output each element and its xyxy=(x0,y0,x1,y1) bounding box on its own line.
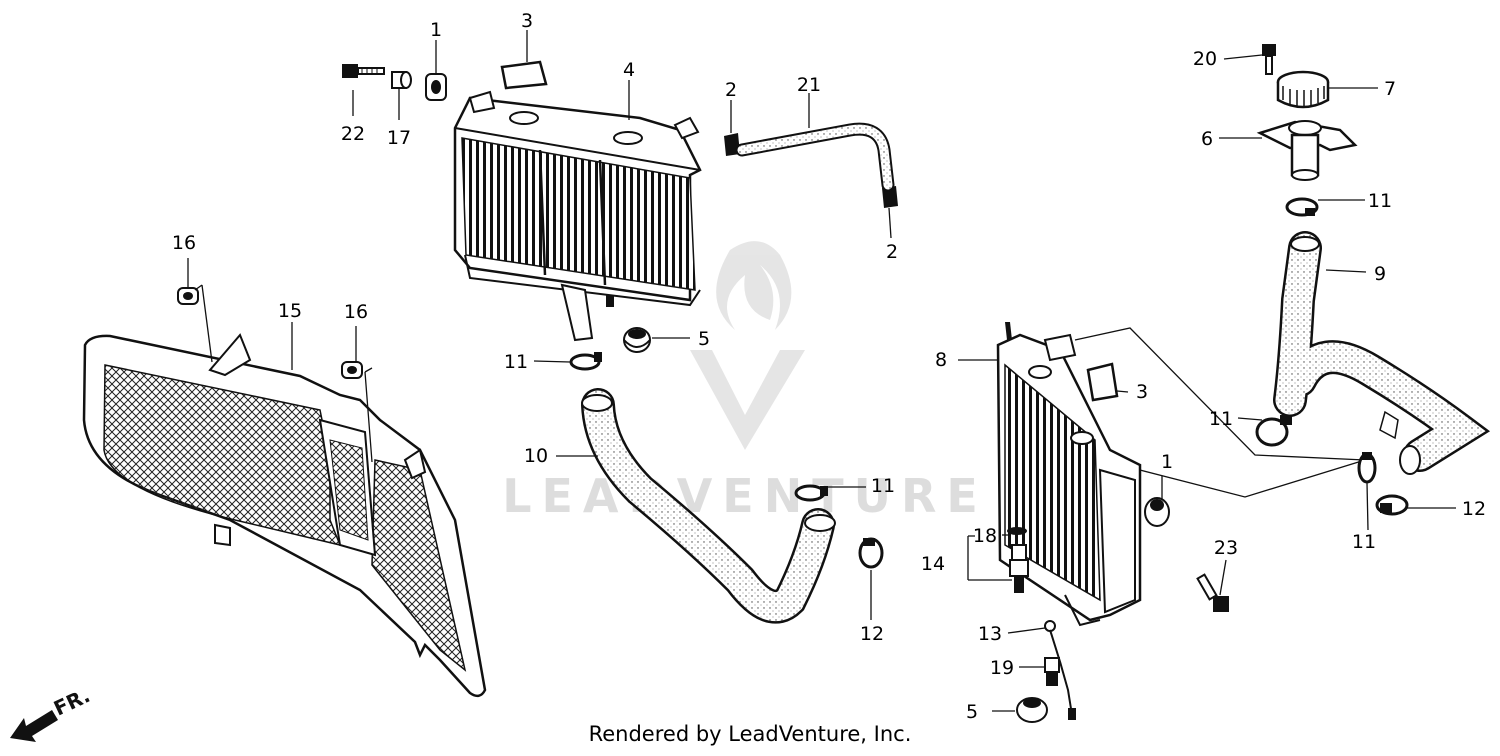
callout-19: 19 xyxy=(990,657,1014,679)
part-11-clamp-d xyxy=(1255,415,1292,447)
part-14-thermo-switch xyxy=(1007,527,1029,593)
callout-8: 8 xyxy=(935,349,947,371)
part-16-grommet-left xyxy=(177,287,199,305)
callout-16: 16 xyxy=(172,232,196,254)
callout-16: 16 xyxy=(344,301,368,323)
part-16-grommet-right xyxy=(341,361,363,379)
callout-23: 23 xyxy=(1214,537,1238,559)
part-22-bolt xyxy=(342,64,385,78)
callout-15: 15 xyxy=(278,300,302,322)
part-1-grommet-top xyxy=(425,73,447,101)
part-11-clamp-e xyxy=(1357,452,1377,484)
part-11-clamp-a xyxy=(569,352,602,371)
callout-17: 17 xyxy=(387,127,411,149)
callout-13: 13 xyxy=(978,623,1002,645)
part-11-clamp-b xyxy=(794,484,828,502)
callout-3: 3 xyxy=(521,10,533,32)
callout-5: 5 xyxy=(966,701,978,723)
part-23-bolt xyxy=(1196,573,1229,612)
callout-5: 5 xyxy=(698,328,710,350)
part-10-lower-hose xyxy=(581,388,836,624)
callout-14: 14 xyxy=(921,553,945,575)
callout-11: 11 xyxy=(504,351,528,373)
watermark-text: LEADVENTURE xyxy=(502,469,988,523)
part-19-bolt xyxy=(1044,657,1060,686)
part-2-clip-bottom xyxy=(882,186,898,208)
callout-12: 12 xyxy=(860,623,884,645)
part-8-radiator-right xyxy=(996,322,1142,627)
callout-22: 22 xyxy=(341,123,365,145)
callout-7: 7 xyxy=(1384,78,1396,100)
callout-2: 2 xyxy=(886,241,898,263)
callout-3: 3 xyxy=(1136,381,1148,403)
callout-1: 1 xyxy=(1161,451,1173,473)
callout-2: 2 xyxy=(725,79,737,101)
callout-9: 9 xyxy=(1374,263,1386,285)
callout-6: 6 xyxy=(1201,128,1213,150)
callout-18: 18 xyxy=(973,525,997,547)
callout-labels: 1 3 4 2 21 2 22 17 16 15 16 5 11 10 11 1… xyxy=(172,10,1486,723)
footer-credit: Rendered by LeadVenture, Inc. xyxy=(588,722,912,746)
callout-1: 1 xyxy=(430,19,442,41)
part-11-clamp-c xyxy=(1285,197,1319,217)
part-20-bolt xyxy=(1262,44,1276,75)
part-6-filler-neck xyxy=(1256,120,1358,181)
part-21-breather-hose xyxy=(735,122,895,192)
part-12-clamp-b xyxy=(1375,494,1409,516)
callout-11: 11 xyxy=(1352,531,1376,553)
callout-11: 11 xyxy=(1209,408,1233,430)
callout-20: 20 xyxy=(1193,48,1217,70)
part-12-clamp-a xyxy=(858,537,884,569)
callout-11: 11 xyxy=(1368,190,1392,212)
part-17-collar xyxy=(391,71,412,89)
leader-lines xyxy=(187,30,1456,712)
watermark: LEADVENTURE xyxy=(502,241,988,523)
callout-21: 21 xyxy=(797,74,821,96)
part-5-grommet-upper xyxy=(623,327,651,353)
part-3-seal-right xyxy=(1086,362,1119,402)
part-13-wire xyxy=(1044,620,1076,720)
part-4-radiator xyxy=(453,90,702,342)
part-15-grille xyxy=(82,333,487,698)
assembly-outline xyxy=(1074,327,1366,498)
part-1-grommet-right xyxy=(1144,497,1170,527)
part-9-upper-hose xyxy=(1273,231,1491,475)
part-3-seal-top xyxy=(500,60,548,90)
callout-10: 10 xyxy=(524,445,548,467)
callout-4: 4 xyxy=(623,59,635,81)
callout-11: 11 xyxy=(871,475,895,497)
callout-12: 12 xyxy=(1462,498,1486,520)
front-direction-label: FR. xyxy=(50,683,94,720)
part-5-grommet-lower xyxy=(1016,697,1048,723)
part-7-radiator-cap xyxy=(1276,70,1330,109)
